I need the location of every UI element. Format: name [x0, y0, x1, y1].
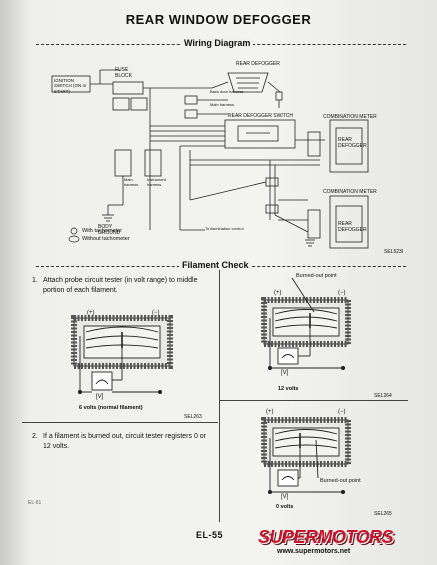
fig3-caption: 0 volts	[276, 504, 294, 510]
figure-3	[261, 417, 351, 495]
main-harness-top-label: Main harness	[210, 102, 235, 107]
illumination-control-label: To illumination control	[205, 226, 244, 231]
fig1-minus-label: (−)	[152, 310, 160, 316]
burned-out-point-label-1: Burned-out point	[296, 273, 337, 279]
combination-meter-1-box	[329, 119, 369, 173]
fig1-plus-label: (+)	[87, 310, 95, 316]
rear-defogger-glass	[227, 72, 269, 93]
fig2-code: SEL264	[374, 393, 392, 399]
fig2-caption: 12 volts	[278, 386, 299, 392]
ignition-switch-label: IGNITION SWITCH (ON or START)	[54, 78, 87, 94]
page-number: EL-55	[196, 530, 224, 540]
combination-meter-2-label: COMBINATION METER	[323, 189, 377, 195]
fig3-minus-label: (−)	[338, 409, 346, 415]
legend-with-tachometer: With tachometer	[82, 228, 123, 234]
rear-defogger-switch-box	[224, 119, 296, 149]
fig2-plus-label: (+)	[274, 290, 282, 296]
fig2-minus-label: (−)	[338, 290, 346, 296]
burned-out-point-label-2: Burned-out point	[320, 478, 361, 484]
step-1-text: Attach probe circuit tester (in volt ran…	[43, 277, 198, 295]
fig1-volt-label: [V]	[96, 394, 104, 400]
main-harness-label: Main harness	[124, 177, 139, 187]
margin-mark: EL-61	[28, 500, 42, 506]
step-2-text: If a filament is burned out, circuit tes…	[43, 433, 207, 451]
fig1-code: SEL263	[184, 414, 202, 420]
combination-meter-1-label: COMBINATION METER	[323, 114, 377, 120]
filament-check-heading: Filament Check	[179, 260, 252, 270]
fig2-volt-label: [V]	[281, 370, 289, 376]
fig3-code: SEL265	[374, 511, 392, 517]
watermark-url: www.supermotors.net	[277, 548, 351, 555]
step-1-number: 1.	[32, 277, 38, 284]
body-ground-label: BODY GROUND	[98, 224, 121, 236]
rear-defogger-label: REAR DEFOGGER	[236, 61, 280, 67]
step-2-number: 2.	[32, 433, 38, 440]
rear-defogger-switch-label: REAR DEFOGGER SWITCH	[228, 113, 294, 119]
instrument-harness-label: Instrument harness	[147, 177, 166, 187]
legend-without-tachometer: Without tachometer	[82, 236, 130, 242]
figure-1	[71, 315, 173, 395]
combination-meter-1-defogger-label: REAR DEFOGGER	[338, 137, 367, 149]
wiring-diagram-heading: Wiring Diagram	[181, 38, 254, 48]
fig3-volt-label: [V]	[281, 494, 289, 500]
fig1-caption: 6 volts (normal filament)	[79, 405, 143, 411]
wiring-diagram-code: SEL523I	[384, 249, 404, 255]
watermark: SUPERMOTORS www.supermotors.net	[255, 527, 435, 561]
watermark-logo: SUPERMOTORS	[258, 527, 394, 547]
page-title: REAR WINDOW DEFOGGER	[125, 12, 312, 27]
combination-meter-2-defogger-label: REAR DEFOGGER	[338, 221, 367, 233]
back-door-harness-label: Back door harness	[210, 89, 244, 94]
fig3-plus-label: (+)	[266, 409, 274, 415]
combination-meter-2-box	[329, 195, 369, 249]
fuse-block-label: FUSE BLOCK	[115, 67, 132, 79]
figure-2	[261, 277, 351, 371]
